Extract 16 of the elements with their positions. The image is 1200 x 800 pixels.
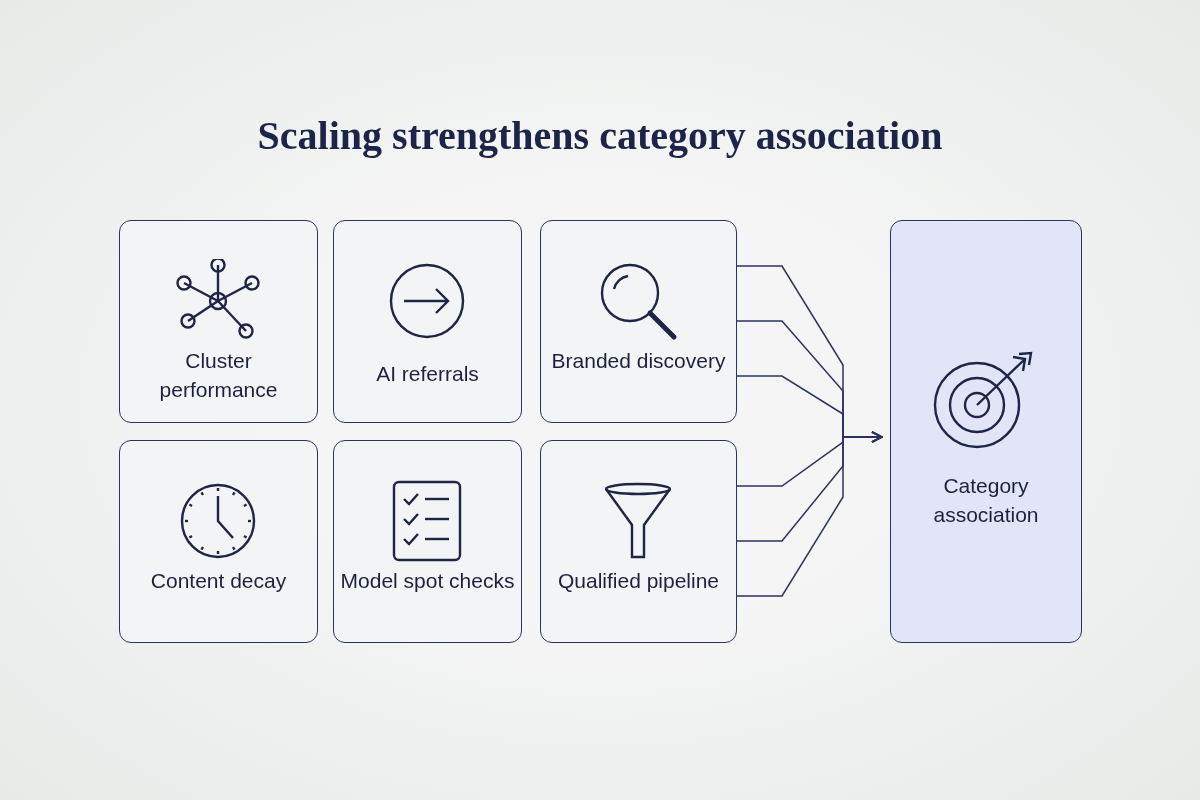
node-label: Model spot checks [340, 568, 515, 594]
node-label: Cluster performance [158, 348, 279, 403]
node-label: AI referrals [375, 361, 480, 387]
metric-card [333, 220, 522, 423]
node-label: Qualified pipeline [556, 568, 721, 594]
metric-card [540, 440, 737, 643]
metric-card [540, 220, 737, 423]
result-box [890, 220, 1082, 643]
node-label: Category association [932, 473, 1040, 528]
node-label: Branded discovery [550, 348, 727, 374]
metric-card [119, 440, 318, 643]
node-label: Content decay [149, 568, 288, 594]
title: Scaling strengthens category association [256, 112, 944, 159]
metric-card [119, 220, 318, 423]
connector-arrow [736, 431, 883, 597]
metric-card [333, 440, 522, 643]
